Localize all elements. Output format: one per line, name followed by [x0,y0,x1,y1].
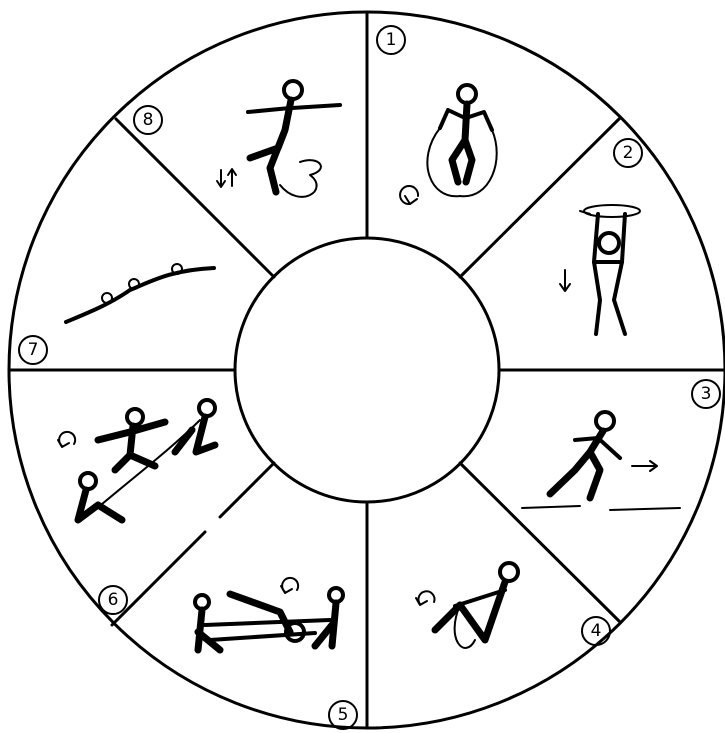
right-arrow-icon [632,461,657,471]
station-number-2-label: 2 [623,143,634,163]
station-number-5-label: 5 [338,705,349,725]
rotate-arrow-icon [58,432,75,447]
station-number-6: 6 [99,586,127,614]
station-number-2: 2 [614,139,642,167]
station-number-4: 4 [582,617,610,645]
station-number-4-label: 4 [591,621,602,641]
station-number-7-label: 7 [28,340,39,360]
rotate-arrow-icon [281,578,298,593]
partner-leg-exercise-icon [195,588,343,650]
station-number-1: 1 [377,26,405,54]
sit-up-icon [435,563,518,648]
rope-jump-over-icon [78,400,215,520]
station-number-8-label: 8 [143,110,154,130]
jump-rope-icon [427,85,496,196]
hopping-icon [248,81,340,197]
station-number-8: 8 [134,106,162,134]
station-number-7: 7 [19,336,47,364]
running-icon [522,412,680,510]
divider-bottom-left-a [220,463,274,517]
station-number-6-label: 6 [108,590,119,610]
station-number-1-label: 1 [386,30,397,50]
divider-bottom-left-b [112,532,205,625]
divider-top-left [116,119,274,277]
balance-rope-icon [66,264,214,322]
station-number-5: 5 [329,701,357,729]
hanging-bar-icon [580,205,640,334]
rotate-arrow-icon [400,186,418,204]
station-number-3: 3 [692,380,720,408]
rotate-arrow-icon [416,591,434,605]
up-down-arrow-icon [217,169,236,187]
down-arrow-icon [560,270,570,291]
station-number-3-label: 3 [701,384,712,404]
